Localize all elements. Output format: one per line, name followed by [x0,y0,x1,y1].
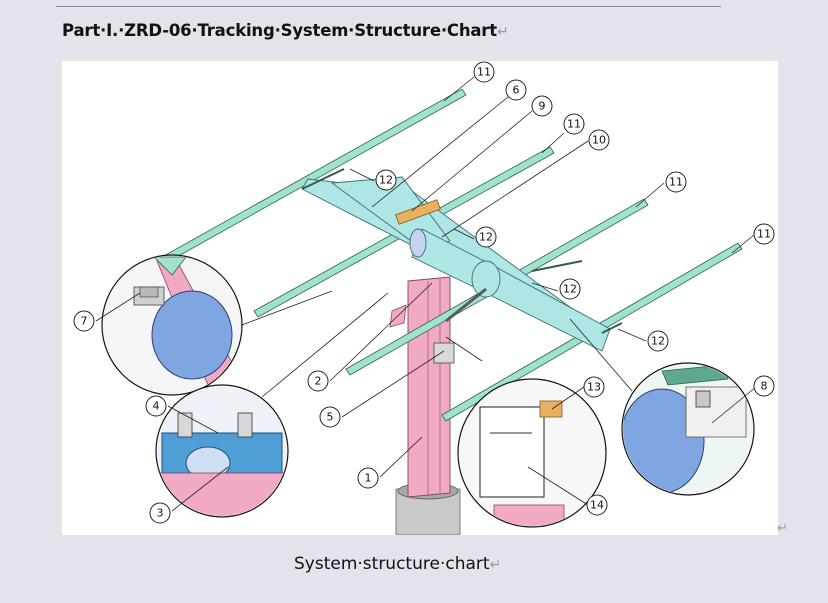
structure-figure: 11 6 9 11 10 12 12 11 11 12 12 7 2 4 5 3… [62,61,778,535]
callout-12-c-label: 12 [563,283,577,296]
callout-1-label: 1 [365,472,372,485]
main-post [407,276,451,498]
callout-12-c: 12 [559,278,581,300]
callout-11-d-label: 11 [757,228,771,241]
paragraph-mark-icon-side: ↵ [777,520,788,535]
callout-11-b-label: 11 [567,118,581,131]
callout-3-label: 3 [157,507,164,520]
callout-7: 7 [73,310,95,332]
callout-4: 4 [145,395,167,417]
section-heading: Part·I.·ZRD-06·Tracking·System·Structure… [62,21,509,40]
callout-14: 14 [586,494,608,516]
callout-9: 9 [531,95,553,117]
caption-paragraph-mark-icon: ↵ [489,557,502,573]
callout-10-label: 10 [592,134,606,147]
callout-4-label: 4 [153,400,160,413]
callout-11-c: 11 [665,171,687,193]
callout-7-label: 7 [81,315,88,328]
callout-5-label: 5 [327,411,334,424]
callout-12-b: 12 [475,226,497,248]
callout-1: 1 [357,467,379,489]
callout-12-a: 12 [375,169,397,191]
callout-11-b: 11 [563,113,585,135]
callout-12-d-label: 12 [651,335,665,348]
section-heading-text: Part·I.·ZRD-06·Tracking·System·Structure… [62,21,497,40]
callout-14-label: 14 [590,499,604,512]
callout-6: 6 [505,79,527,101]
callout-10: 10 [588,129,610,151]
callout-5: 5 [319,406,341,428]
paragraph-mark-icon: ↵ [496,24,509,40]
callout-11-c-label: 11 [669,176,683,189]
actuator-motor [433,342,455,364]
callout-2: 2 [307,370,329,392]
callout-2-label: 2 [315,375,322,388]
callout-11-a: 11 [473,61,495,83]
figure-caption: System·structure·chart↵ [294,554,501,574]
callout-11-d: 11 [753,223,775,245]
callout-13: 13 [583,376,605,398]
callout-13-label: 13 [587,381,601,394]
callout-12-b-label: 12 [479,231,493,244]
callout-6-label: 6 [513,84,520,97]
callout-12-a-label: 12 [379,174,393,187]
structure-drawing: 11 6 9 11 10 12 12 11 11 12 12 7 2 4 5 3… [73,61,775,535]
callout-9-label: 9 [539,100,546,113]
callout-11-a-label: 11 [477,66,491,79]
callout-3: 3 [149,502,171,524]
callout-12-d: 12 [647,330,669,352]
callout-8: 8 [753,375,775,397]
figure-caption-text: System·structure·chart [294,554,490,574]
top-rule [56,6,721,7]
callout-8-label: 8 [761,380,768,393]
